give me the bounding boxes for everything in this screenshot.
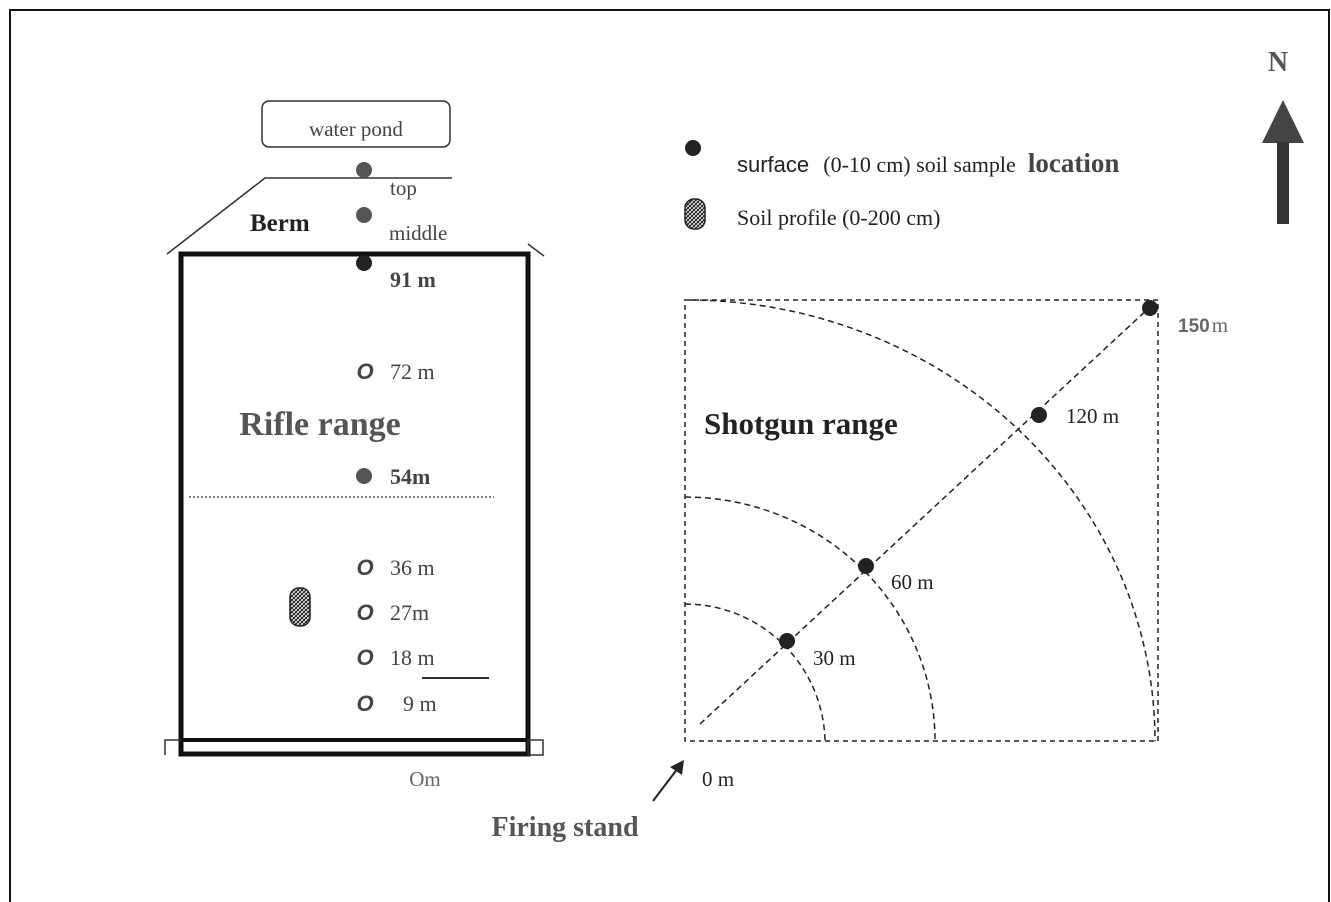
berm-top-label: top: [390, 176, 417, 200]
rifle-station-sample-icon: [356, 468, 372, 484]
shotgun-range-boundary: [684, 299, 1159, 742]
berm-middle-label: middle: [389, 221, 447, 245]
rifle-station-label: 9 m: [403, 691, 437, 716]
rifle-corner-right: [527, 739, 544, 756]
rifle-soil-profile-icon: [289, 587, 311, 627]
rifle-corner-left: [164, 739, 181, 755]
berm-edge-right: [527, 243, 545, 257]
shotgun-sample-icon: [779, 633, 795, 649]
soil-profile-icon: [684, 198, 706, 230]
berm-outline: [166, 177, 452, 255]
rifle-station-marker: O: [356, 359, 373, 384]
north-arrow-shaft: [1277, 142, 1289, 224]
berm-label: Berm: [250, 210, 310, 237]
firing-stand-label: Firing stand: [491, 812, 638, 843]
shotgun-distance-label: 120 m: [1066, 404, 1119, 428]
water-pond-label: water pond: [309, 117, 403, 141]
figure-border: [9, 9, 1330, 902]
shotgun-range: Shotgun range 30 m 60 m 120 m 150m 0 m Firi…: [491, 299, 1228, 843]
rifle-station-label: 36 m: [390, 555, 435, 580]
firing-stand-arrow-head-icon: [670, 760, 684, 775]
shotgun-distance-label: 30 m: [813, 646, 856, 670]
shotgun-arc-120: [689, 299, 1156, 742]
legend: surface (0-10 cm) soil sample location S…: [684, 140, 1119, 230]
rifle-station-marker: O: [356, 600, 373, 625]
berm-top-sample-icon: [356, 162, 372, 178]
surface-sample-icon: [685, 140, 701, 156]
legend-profile-label: Soil profile (0-200 cm): [737, 205, 940, 230]
shotgun-points: 30 m 60 m 120 m 150m: [779, 300, 1228, 670]
shotgun-distance-label: 60 m: [891, 570, 934, 594]
rifle-station-label: 72 m: [390, 359, 435, 384]
shotgun-sample-icon: [1142, 300, 1158, 316]
shotgun-range-title: Shotgun range: [704, 406, 898, 441]
rifle-station-marker: O: [356, 555, 373, 580]
north-label: N: [1268, 47, 1288, 78]
rifle-station-marker: O: [356, 645, 373, 670]
berm-middle-sample-icon: [356, 207, 372, 223]
firing-stand-arrow: [652, 767, 679, 802]
north-arrow-head-icon: [1262, 100, 1304, 143]
north-arrow: N: [1262, 47, 1304, 224]
water-pond-box: [261, 100, 451, 148]
shotgun-transect-line: [699, 306, 1151, 725]
shotgun-zero-label: 0 m: [702, 767, 734, 791]
shotgun-sample-icon: [1031, 407, 1047, 423]
shotgun-distance-label: 150m: [1178, 313, 1228, 337]
rifle-station-marker: O: [356, 691, 373, 716]
shotgun-arc-60: [684, 496, 936, 742]
rifle-zero-label: Om: [409, 767, 441, 791]
rifle-station-sample-icon: [356, 255, 372, 271]
rifle-station-label: 18 m: [390, 645, 435, 670]
rifle-range-title: Rifle range: [239, 406, 400, 443]
rifle-range-boundary: [178, 251, 531, 757]
rifle-station-label: 27m: [390, 600, 429, 625]
shotgun-sample-icon: [858, 558, 874, 574]
rifle-station-label: 91 m: [390, 267, 436, 292]
rifle-range: water pond Berm top middle Rifle range 9…: [164, 100, 545, 791]
rifle-station-label: 54m: [390, 464, 430, 489]
legend-surface-label: surface (0-10 cm) soil sample location: [737, 148, 1119, 178]
